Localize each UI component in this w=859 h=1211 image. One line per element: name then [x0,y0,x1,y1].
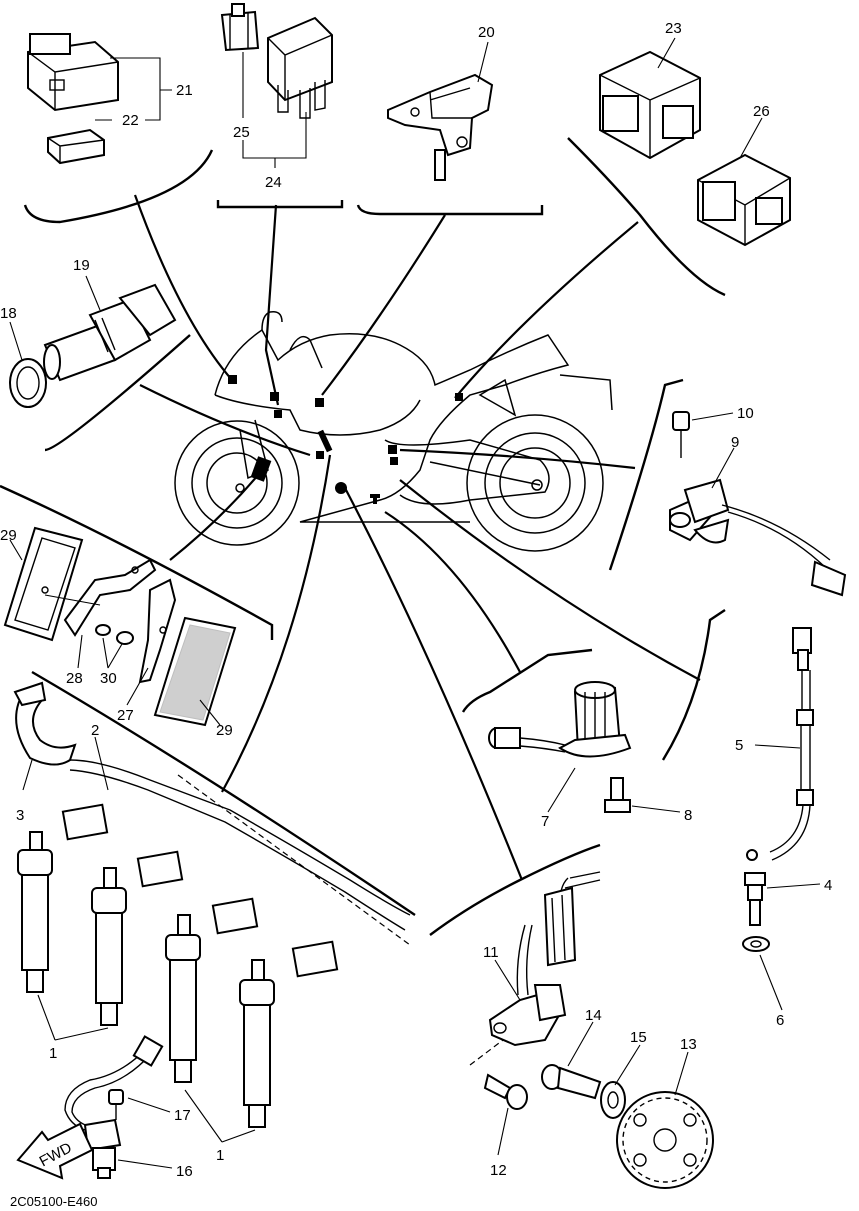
bracket-28 [44,558,157,637]
callout-21: 21 [176,82,193,99]
sensor-7 [488,681,632,758]
bracket-3 [13,681,77,766]
reflector-29-left [3,526,84,642]
callout-11: 11 [483,944,499,961]
harness-2 [61,759,411,978]
callout-17: 17 [174,1107,191,1124]
coil-1 [17,831,275,1128]
gasket-18 [9,358,47,408]
callout-19: 19 [73,257,90,274]
callout-3: 3 [16,807,24,824]
bolt-17 [108,1089,124,1120]
leader-9-10 [691,412,735,489]
callout-1-left: 1 [49,1045,57,1062]
leader-1-2-3 [22,736,256,1143]
connector-25 [220,3,260,52]
leader-11-15 [469,959,689,1156]
sensor-11 [488,871,601,1047]
callout-22: 22 [122,112,139,129]
callout-1-right: 1 [216,1147,224,1164]
callout-24: 24 [265,174,282,191]
fwd-arrow: FWD [16,1122,94,1180]
module-23 [599,50,701,160]
sensor-9 [669,478,847,597]
callout-29-right: 29 [216,722,233,739]
callout-10: 10 [737,405,754,422]
leader-27-30 [9,539,221,726]
pointer-lines [133,194,701,881]
callout-13: 13 [680,1036,697,1053]
callout-20: 20 [478,24,495,41]
reflector-29-right [153,616,237,727]
callout-18: 18 [0,305,17,322]
callout-14: 14 [585,1007,602,1024]
callout-15: 15 [630,1029,647,1046]
callout-2: 2 [91,722,99,739]
callout-9: 9 [731,434,739,451]
sensor-20 [387,73,494,181]
callout-25: 25 [233,124,250,141]
callout-7: 7 [541,813,549,830]
callout-12: 12 [490,1162,507,1179]
switch-4 [744,872,766,926]
leader-7-8 [547,767,681,813]
leader-21-22 [95,57,172,121]
callout-4: 4 [824,877,832,894]
callout-29-left: 29 [0,527,17,544]
callout-5: 5 [735,737,743,754]
group-brackets [0,137,726,936]
callout-27: 27 [117,707,134,724]
callout-8: 8 [684,807,692,824]
lead-5 [746,627,814,861]
connector-21 [27,33,119,112]
leader-4-6 [754,744,821,1011]
sensor-19 [43,283,177,382]
motorcycle-outline [174,310,613,552]
bolt-10 [672,411,690,458]
bolt-8 [604,777,631,813]
diagram-code: 2C05100-E460 [10,1194,97,1209]
sensor-16 [64,1035,164,1179]
module-26 [697,153,791,247]
bolt-14 [541,1064,602,1100]
location-markers [228,375,463,504]
callout-23: 23 [665,20,682,37]
leader-20 [477,41,489,83]
rotor-13 [616,1091,714,1189]
leader-18-19 [9,275,101,361]
callout-30: 30 [100,670,117,687]
nut-30 [95,624,134,645]
callout-26: 26 [753,103,770,120]
washer-6 [742,936,770,952]
leader-16-17 [117,1097,173,1169]
connector-22 [47,128,105,165]
leader-24-25 [242,52,307,168]
washer-15 [600,1081,626,1119]
bracket-27 [138,578,177,684]
bolt-12 [483,1073,528,1110]
callout-28: 28 [66,670,83,687]
relay-24 [267,16,333,119]
leader-23-26 [657,37,763,159]
callout-6: 6 [776,1012,784,1029]
callout-labels: 21 22 25 24 20 23 26 19 18 10 9 29 28 30… [0,20,832,1180]
callout-16: 16 [176,1163,193,1180]
